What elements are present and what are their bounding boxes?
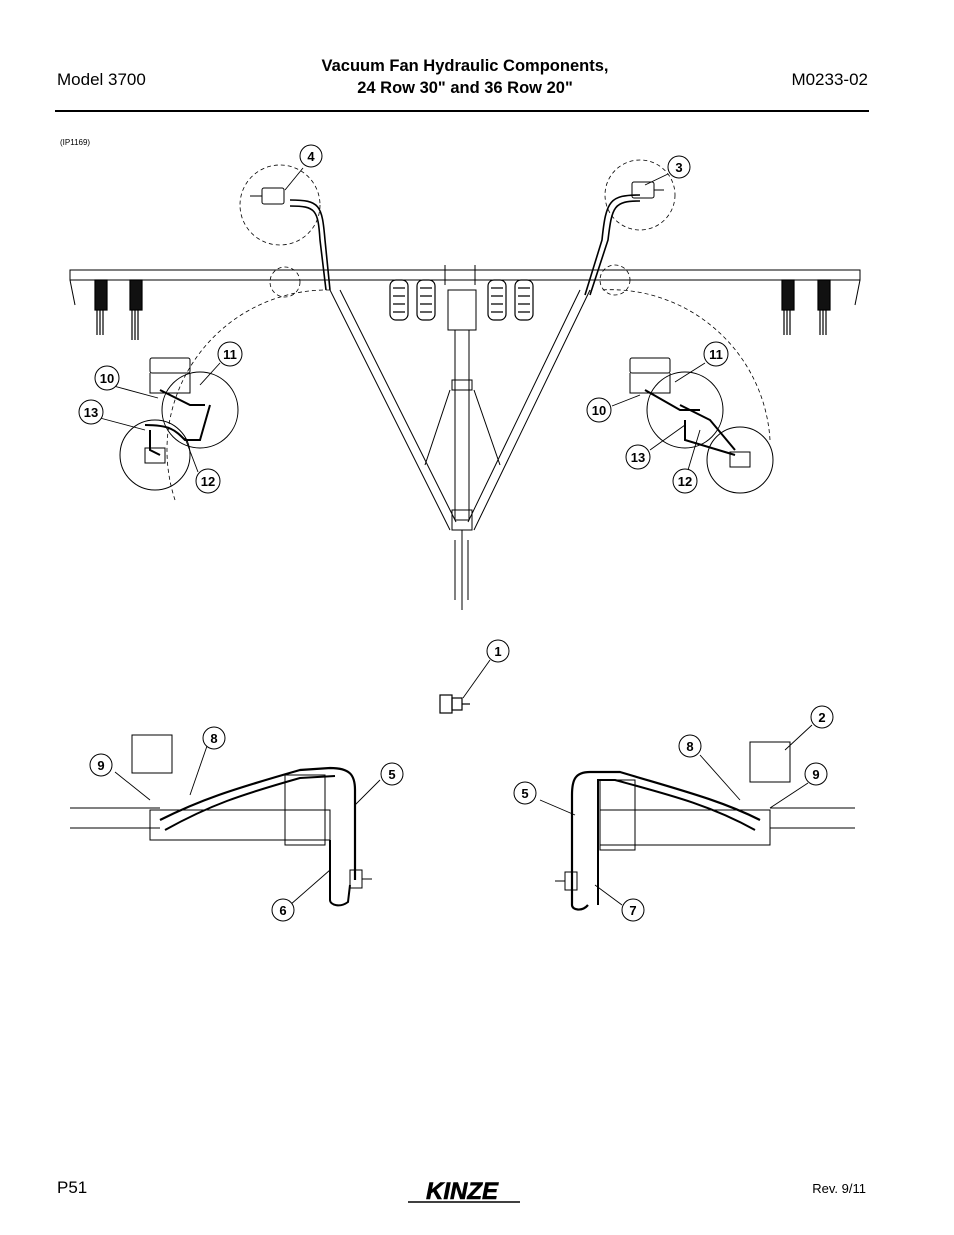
svg-text:11: 11 — [223, 347, 237, 362]
fan-assembly-right — [629, 357, 774, 494]
detail-outlines — [166, 159, 771, 501]
svg-text:9: 9 — [97, 758, 104, 773]
header-model: Model 3700 — [57, 70, 146, 89]
svg-text:1: 1 — [494, 644, 501, 659]
leader-lines — [99, 167, 813, 906]
svg-text:4: 4 — [307, 149, 315, 164]
kinze-logo: KINZE — [408, 1178, 520, 1205]
fan-assembly-left — [119, 357, 239, 491]
callout-12-right: 12 — [672, 468, 698, 494]
svg-text:5: 5 — [388, 767, 395, 782]
callout-9-right: 9 — [804, 762, 828, 786]
callout-1: 1 — [486, 639, 510, 663]
callout-8-right: 8 — [678, 734, 702, 758]
header-title-line1: Vacuum Fan Hydraulic Components, — [321, 57, 609, 75]
svg-text:12: 12 — [678, 474, 692, 489]
callout-2: 2 — [810, 705, 834, 729]
callout-13-left: 13 — [78, 399, 104, 425]
header-title-line2: 24 Row 30" and 36 Row 20" — [357, 79, 573, 97]
callout-5-right: 5 — [513, 781, 537, 805]
callout-8-left: 8 — [202, 726, 226, 750]
svg-text:10: 10 — [592, 403, 606, 418]
svg-text:3: 3 — [675, 160, 682, 175]
lower-left-detail — [70, 734, 372, 907]
footer-revision: Rev. 9/11 — [812, 1181, 866, 1196]
top-valve-right — [631, 181, 664, 199]
header-rule — [55, 110, 869, 112]
hydraulic-hoses-top — [289, 194, 641, 296]
row-units-left — [94, 279, 143, 340]
svg-text:8: 8 — [686, 739, 693, 754]
footer-page-number: P51 — [57, 1178, 88, 1197]
callout-5-left: 5 — [380, 762, 404, 786]
callout-12-left: 12 — [195, 468, 221, 494]
callout-9-left: 9 — [89, 753, 113, 777]
image-reference: (IP1169) — [60, 138, 91, 147]
tongue — [447, 289, 477, 610]
callout-4: 4 — [299, 144, 323, 168]
top-valve-left — [250, 187, 285, 205]
svg-text:11: 11 — [709, 347, 723, 362]
toolbar-frame — [69, 265, 861, 306]
svg-text:9: 9 — [812, 767, 819, 782]
svg-text:13: 13 — [84, 405, 98, 420]
callout-6: 6 — [271, 898, 295, 922]
callout-3: 3 — [667, 155, 691, 179]
svg-text:12: 12 — [201, 474, 215, 489]
callout-10-left: 10 — [94, 365, 120, 391]
svg-text:5: 5 — [521, 786, 528, 801]
svg-text:7: 7 — [629, 903, 636, 918]
svg-text:10: 10 — [100, 371, 114, 386]
transport-wheels — [389, 279, 534, 321]
header-title: Vacuum Fan Hydraulic Components, 24 Row … — [270, 55, 660, 99]
coupler-part-1 — [439, 694, 470, 714]
svg-text:KINZE: KINZE — [426, 1178, 499, 1205]
svg-text:8: 8 — [210, 731, 217, 746]
row-units-right — [781, 279, 831, 335]
svg-text:13: 13 — [631, 450, 645, 465]
callout-10-right: 10 — [586, 397, 612, 423]
draw-bars — [329, 289, 591, 531]
lower-right-detail — [555, 741, 855, 911]
header-doc-number: M0233-02 — [791, 70, 868, 89]
svg-text:6: 6 — [279, 903, 286, 918]
callout-13-right: 13 — [625, 444, 651, 470]
callout-11-right: 11 — [703, 341, 729, 367]
svg-text:2: 2 — [818, 710, 825, 725]
callout-11-left: 11 — [217, 341, 243, 367]
callout-7: 7 — [621, 898, 645, 922]
